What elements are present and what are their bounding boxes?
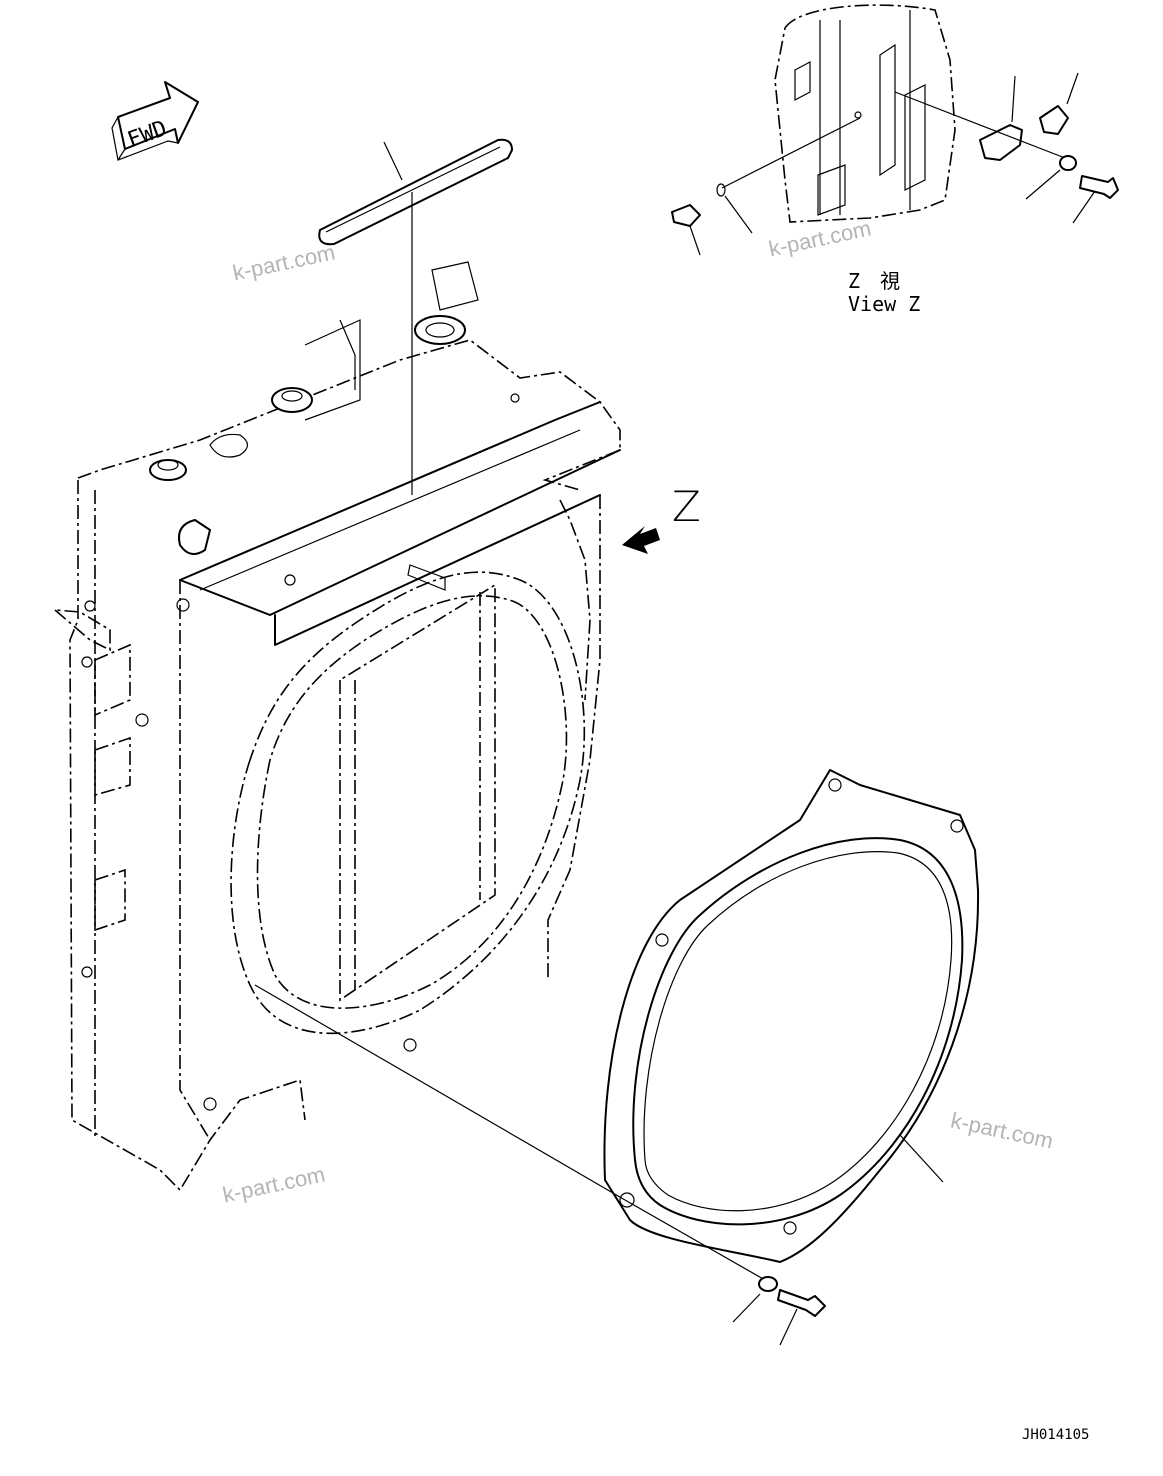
view-z-arrow-icon	[622, 526, 660, 554]
fwd-arrow-label: FWD	[124, 116, 170, 153]
view-z-label-jp: Z 視	[848, 269, 901, 293]
fan-shroud-ring	[603, 769, 980, 1281]
fwd-arrow-icon: FWD	[111, 81, 199, 161]
view-z-arrow-letter: Z	[672, 482, 701, 531]
view-z-detail	[671, 4, 1119, 256]
view-z-label-en: View Z	[848, 292, 921, 316]
drawing-number: JH014105	[1022, 1427, 1090, 1443]
shroud-bolt-and-washer	[732, 1276, 826, 1346]
radiator-assembly	[52, 261, 660, 1201]
seal-strip	[318, 138, 513, 495]
